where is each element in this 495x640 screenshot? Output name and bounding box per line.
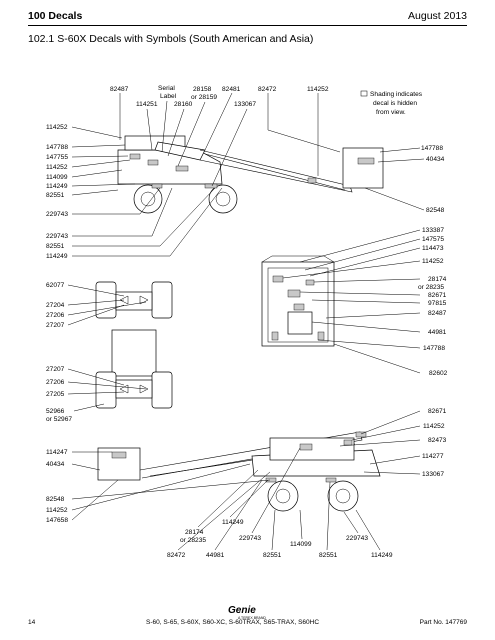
callout-label: 27204	[46, 302, 65, 309]
callout-label: 82487	[428, 310, 447, 317]
callouts-right-mid: 133387 147575 114473 114252 28174 or 282…	[282, 227, 448, 377]
callout-label: 44981	[206, 552, 225, 559]
machine-top-view	[95, 281, 173, 409]
legend-line-1: Shading indicates	[370, 91, 423, 98]
callout-label: 133067	[234, 101, 256, 108]
callout-label: 82472	[258, 86, 277, 93]
callout-label: 114251	[136, 101, 158, 108]
callout-label: 28174	[185, 529, 204, 536]
callout-label: 28160	[174, 101, 193, 108]
machine-rear-view	[261, 255, 335, 347]
callout-label: 114252	[46, 164, 68, 171]
callout-label: 82671	[428, 292, 447, 299]
callout-label: 40434	[426, 156, 445, 163]
callout-label: 147788	[46, 144, 68, 151]
callout-label: 62077	[46, 282, 65, 289]
callouts-left-chassis: 62077 27204 27206 27207 27207 27206 2720…	[46, 282, 147, 423]
callout-label: 27207	[46, 322, 65, 329]
callout-label: 114249	[371, 552, 393, 559]
callout-label: 133387	[422, 227, 444, 234]
callout-label: 27206	[46, 312, 65, 319]
callout-label: Serial	[158, 85, 175, 92]
callout-label: 82481	[222, 86, 241, 93]
genie-logo: Genie	[228, 605, 256, 616]
callout-label: 114249	[222, 519, 244, 526]
callout-label: 40434	[46, 461, 65, 468]
callout-label: 28158	[193, 86, 212, 93]
callout-label: or 28159	[191, 94, 217, 101]
part-number: Part No. 147769	[419, 619, 467, 626]
callout-label: 147788	[423, 345, 445, 352]
callout-label: 27206	[46, 379, 65, 386]
callout-label: or 28235	[418, 284, 444, 291]
callout-label: 229743	[239, 535, 261, 542]
callout-label: 82487	[110, 86, 129, 93]
callout-label: 229743	[346, 535, 368, 542]
callout-label: 147575	[422, 236, 444, 243]
page-footer: 14 Genie A TEREX BRAND S-60, S-65, S-60X…	[28, 605, 467, 635]
callouts-bottom: 28174 or 28235 114249 229743 114099 2297…	[167, 447, 393, 559]
callout-label: 114252	[46, 124, 68, 131]
callout-label: 114252	[46, 507, 68, 514]
callout-label: 82548	[426, 207, 445, 214]
genie-logo-tagline: A TEREX BRAND	[238, 616, 266, 620]
callout-label: 114249	[46, 253, 68, 260]
callout-label: 147788	[421, 145, 443, 152]
machine-side-view-top	[117, 135, 384, 214]
callout-label: 82548	[46, 496, 65, 503]
callout-label: 114473	[422, 245, 444, 252]
callout-label: 114252	[422, 258, 444, 265]
legend-line-2: decal is hidden	[373, 100, 417, 107]
callout-label: 27207	[46, 366, 65, 373]
callout-label: 229743	[46, 211, 68, 218]
callout-label: or 28235	[180, 537, 206, 544]
header-date: August 2013	[408, 10, 467, 22]
callout-label: 97815	[428, 300, 447, 307]
callout-label: 82472	[167, 552, 186, 559]
legend-line-3: from view.	[376, 109, 406, 116]
callout-label: 147755	[46, 154, 68, 161]
callout-label: 82551	[319, 552, 338, 559]
callout-label: 82602	[429, 370, 448, 377]
callout-label: Label	[160, 93, 177, 100]
callout-label: 27205	[46, 391, 65, 398]
callouts-top: 82487 Serial Label 114251 28160 28158 or…	[110, 85, 341, 187]
callout-label: 52966	[46, 408, 65, 415]
callout-label: 82473	[428, 437, 447, 444]
callout-label: 114252	[307, 86, 329, 93]
callout-label: 147658	[46, 517, 68, 524]
callout-label: 133067	[422, 471, 444, 478]
callout-label: 114252	[423, 423, 445, 430]
callout-label: 28174	[428, 276, 447, 283]
callout-label: 44981	[428, 329, 447, 336]
page-number: 14	[28, 619, 36, 626]
callout-label: 229743	[46, 233, 68, 240]
callouts-left-upper: 114252 147788 147755 114252 114099 11424…	[46, 124, 161, 218]
callout-label: 82551	[46, 243, 65, 250]
page-subtitle: 102.1 S-60X Decals with Symbols (South A…	[28, 33, 314, 45]
callouts-right-upper: 147788 40434 82548	[364, 145, 445, 214]
callout-label: 114099	[290, 541, 312, 548]
footer-models: S-60, S-65, S-60X, S60-XC, S-60TRAX, S65…	[146, 619, 320, 626]
callout-label: 114247	[46, 449, 68, 456]
machine-side-view-bottom	[97, 431, 381, 512]
callout-label: 82551	[263, 552, 282, 559]
callout-label: 82551	[46, 192, 65, 199]
callouts-left-lower: 114247 40434 82548 114252 147658	[46, 449, 271, 524]
callout-label: 82671	[428, 408, 447, 415]
section-title: 100 Decals	[28, 10, 83, 22]
callout-label: 114249	[46, 183, 68, 190]
legend: Shading indicates decal is hidden from v…	[360, 90, 423, 116]
legend-swatch	[360, 90, 368, 97]
callouts-left-mid: 229743 82551 114249	[46, 187, 223, 260]
page-header: 100 Decals August 2013	[28, 8, 467, 26]
callout-label: or 52967	[46, 416, 72, 423]
callouts-right-lower: 82671 114252 82473 114277 133067	[339, 408, 447, 478]
callout-label: 114277	[422, 453, 444, 460]
callout-label: 114099	[46, 174, 68, 181]
